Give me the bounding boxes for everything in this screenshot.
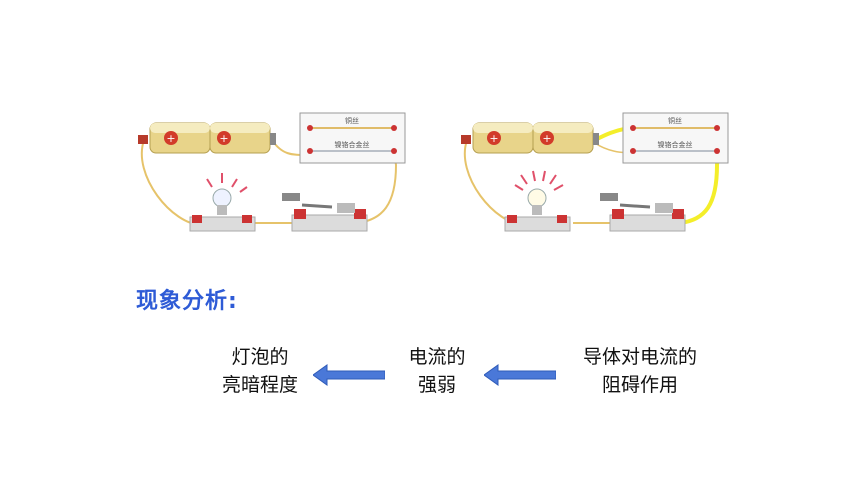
wire-board: 铜丝 镍铬合金丝 xyxy=(299,112,406,164)
text-line: 强弱 xyxy=(417,374,456,396)
lamp-icon xyxy=(504,188,571,232)
current-strength-text: 电流的 强弱 xyxy=(392,343,482,399)
text-line: 亮暗程度 xyxy=(221,374,298,396)
arrow-left-icon xyxy=(313,364,385,386)
lamp-brightness-text: 灯泡的 亮暗程度 xyxy=(205,343,315,399)
text-line: 灯泡的 xyxy=(231,346,289,368)
text-line: 阻碍作用 xyxy=(601,374,678,396)
svg-text:+: + xyxy=(166,132,175,145)
lamp-icon xyxy=(189,188,256,232)
resistance-text: 导体对电流的 阻碍作用 xyxy=(560,343,720,399)
copper-wire-label: 铜丝 xyxy=(668,116,682,125)
nichrome-wire-label: 镍铬合金丝 xyxy=(658,140,693,149)
circuit-diagram-right: + + 铜丝 镍铬合金丝 xyxy=(455,95,745,255)
arrow-left-icon xyxy=(484,364,556,386)
battery-icon: + + xyxy=(461,122,599,154)
text-line: 电流的 xyxy=(408,346,466,368)
wire-board: 铜丝 镍铬合金丝 xyxy=(622,112,729,164)
switch-icon xyxy=(282,193,368,232)
svg-text:+: + xyxy=(542,132,551,145)
svg-text:+: + xyxy=(219,132,228,145)
nichrome-wire-label: 镍铬合金丝 xyxy=(335,140,370,149)
copper-wire-label: 铜丝 xyxy=(345,116,359,125)
lamp-rays-icon xyxy=(514,170,564,191)
svg-text:+: + xyxy=(489,132,498,145)
section-title: 现象分析: xyxy=(136,289,238,314)
battery-icon: + + xyxy=(138,122,276,154)
text-line: 导体对电流的 xyxy=(582,346,697,368)
switch-icon xyxy=(600,193,686,232)
lamp-rays-icon xyxy=(206,173,248,193)
circuit-diagram-left: + + 铜丝 镍铬合金丝 xyxy=(132,95,422,255)
